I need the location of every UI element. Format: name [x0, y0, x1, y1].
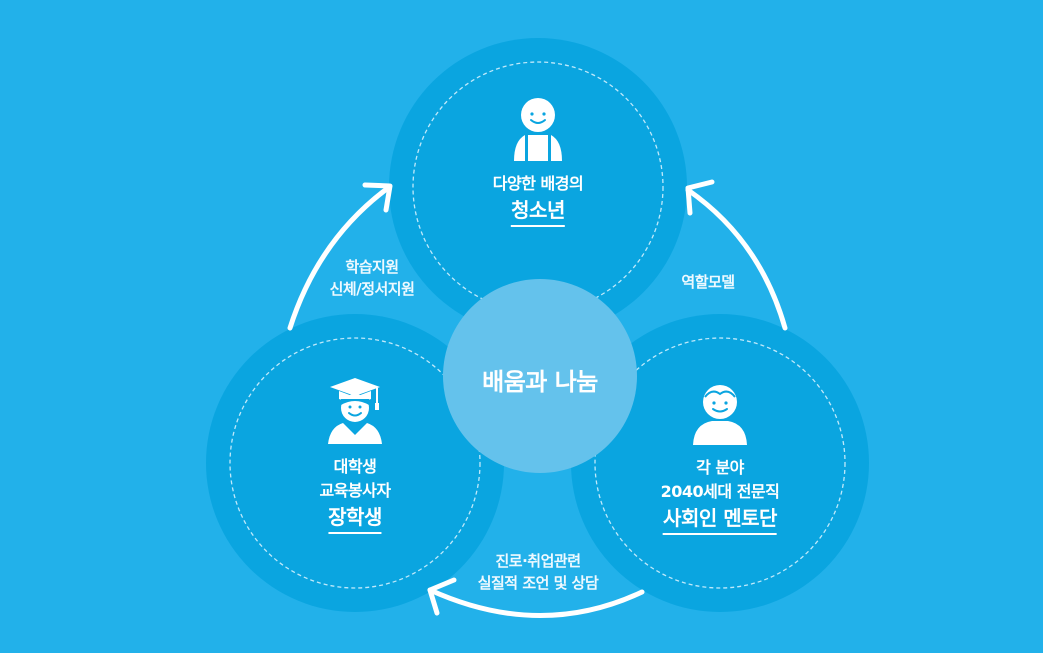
arrow-right-to-top-label: 역할모델 [681, 271, 735, 293]
graduate-student-icon [328, 378, 382, 444]
node-right-subtitle-1: 각 분야 [696, 458, 744, 477]
node-right-title: 사회인 멘토단 [663, 504, 777, 535]
node-circle-left [206, 314, 504, 612]
arrow-left-to-top-line-1: 학습지원 [345, 258, 399, 276]
adult-mentor-icon [693, 385, 747, 445]
node-left-subtitle-2: 교육봉사자 [319, 481, 391, 500]
node-right-text: 각 분야 2040세대 전문직 사회인 멘토단 [661, 456, 780, 535]
arrow-right-to-top [685, 179, 788, 331]
arrow-right-to-left-line-2: 실질적 조언 및 상담 [477, 574, 599, 592]
node-circle-top [389, 38, 687, 336]
node-right-subtitle-2: 2040세대 전문직 [660, 482, 780, 501]
node-left-title: 장학생 [328, 503, 382, 534]
arrow-right-to-top-line-1: 역할모델 [681, 273, 735, 291]
dashed-ring-left [229, 337, 481, 589]
arrow-right-to-left-label: 진로·취업관련 실질적 조언 및 상담 [478, 550, 599, 594]
node-top-title: 청소년 [511, 196, 565, 227]
node-top-subtitle: 다양한 배경의 [492, 174, 584, 193]
node-top-text: 다양한 배경의 청소년 [492, 172, 584, 227]
arrow-left-to-top [287, 182, 393, 331]
arrow-left-to-top-label: 학습지원 신체/정서지원 [330, 256, 415, 300]
child-icon [514, 98, 562, 161]
center-circle [443, 279, 637, 473]
node-circle-right [571, 314, 869, 612]
arrow-left-to-top-line-2: 신체/정서지원 [329, 280, 415, 298]
dashed-ring-right [594, 337, 846, 589]
center-label: 배움과 나눔 [482, 368, 598, 396]
arrow-right-to-left [427, 577, 645, 618]
arrow-right-to-left-line-1: 진로·취업관련 [495, 552, 581, 570]
node-left-subtitle-1: 대학생 [333, 457, 377, 476]
node-left-text: 대학생 교육봉사자 장학생 [319, 455, 391, 534]
